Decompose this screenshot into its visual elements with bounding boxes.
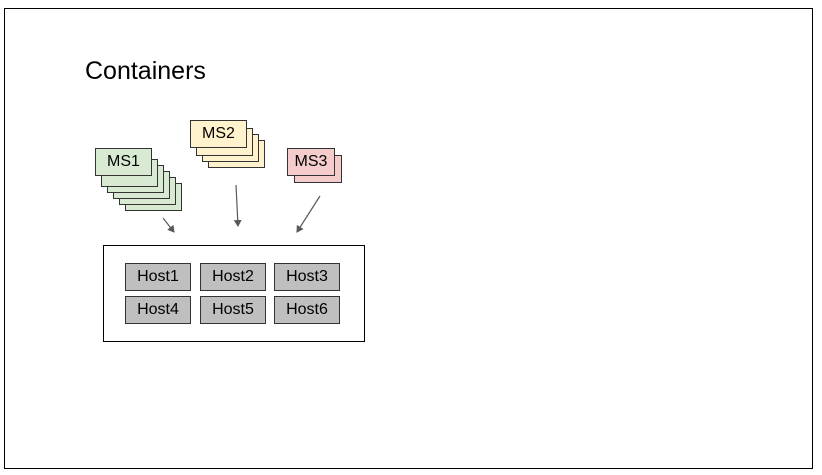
slide-frame — [4, 8, 813, 469]
arrow-ms2-to-cluster — [233, 184, 242, 227]
ms2-card: MS2 — [190, 120, 247, 148]
host-cluster: Host1 Host2 Host3 Host4 Host5 Host6 — [103, 245, 365, 342]
ms2-label: MS2 — [202, 125, 235, 142]
slide-title: Containers — [85, 57, 206, 85]
host-box: Host3 — [274, 263, 340, 291]
host-box: Host4 — [125, 296, 191, 324]
ms1-label: MS1 — [107, 153, 140, 170]
host-box: Host2 — [200, 263, 266, 291]
host-box: Host6 — [274, 296, 340, 324]
host-box: Host1 — [125, 263, 191, 291]
host-box: Host5 — [200, 296, 266, 324]
arrow-ms3-to-cluster — [296, 195, 321, 233]
arrow-ms1-to-cluster — [162, 217, 175, 233]
ms1-card: MS1 — [95, 148, 152, 176]
ms3-label: MS3 — [294, 153, 328, 170]
ms3-card: MS3 — [287, 148, 335, 176]
